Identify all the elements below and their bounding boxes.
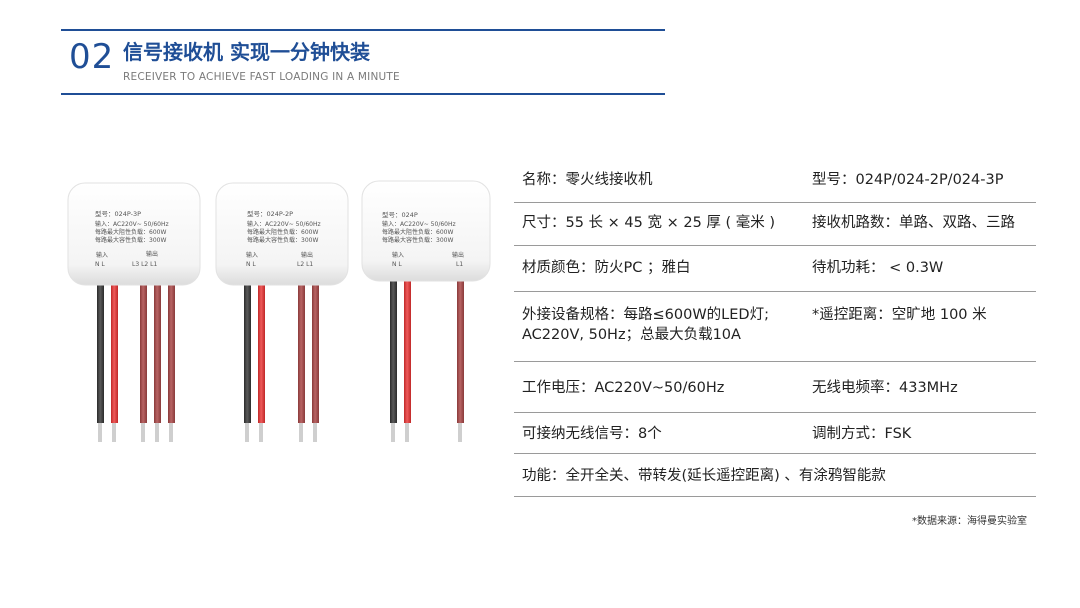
wire-l1 [457,280,464,442]
wire-l3 [140,284,147,442]
spec-line: 每路最大阻性负载：600W [247,228,318,236]
spec-standby: 待机功耗： < 0.3W [812,260,944,276]
spec-row: 外接设备规格：每路≤600W的LED灯; AC220V, 50Hz；总最大负载1… [514,292,1036,362]
spec-load: 外接设备规格：每路≤600W的LED灯; [522,307,769,323]
spec-frequency: 无线电频率：433MHz [812,380,958,396]
spec-table: 名称：零火线接收机 型号：024P/024-2P/024-3P 尺寸：55 长 … [514,160,1036,497]
spec-range: *遥控距离：空旷地 100 米 [812,307,987,323]
receiver-3p: 型号：024P-3P 输入：AC220V~ 50/60Hz 每路最大阻性负载：6… [67,182,201,442]
output-pins: L3 L2 L1 [132,261,157,268]
input-label: 输入 [96,251,108,259]
spec-signals: 可接纳无线信号：8个 [522,426,662,442]
output-label: 输出 [146,250,158,258]
spec-size: 尺寸：55 长 × 45 宽 × 25 厚 ( 毫米 ) [522,215,776,231]
wire-n [244,284,251,442]
model-label: 型号：024P-2P [247,209,293,218]
spec-line: 输入：AC220V~ 50/60Hz [382,220,456,228]
source-note: *数据来源：海得曼实验室 [912,516,1027,527]
wire-l [111,284,118,442]
wire-n [97,284,104,442]
spec-row: 工作电压：AC220V~50/60Hz 无线电频率：433MHz [514,362,1036,413]
input-pins: N L [95,261,105,268]
spec-row: 功能：全开全关、带转发(延长遥控距离) 、有涂鸦智能款 [514,454,1036,497]
spec-row: 名称：零火线接收机 型号：024P/024-2P/024-3P [514,160,1036,203]
header-bottom-rule [61,93,665,95]
wire-l [258,284,265,442]
spec-voltage: 工作电压：AC220V~50/60Hz [522,380,725,396]
spec-line: 每路最大阻性负载：600W [95,228,166,236]
spec-row: 材质颜色：防火PC ；雅白 待机功耗： < 0.3W [514,246,1036,292]
wire-l1 [312,284,319,442]
spec-line: 每路最大容性负载：300W [95,236,166,244]
output-pins: L2 L1 [297,261,313,268]
spec-functions: 功能：全开全关、带转发(延长遥控距离) 、有涂鸦智能款 [522,468,886,484]
receiver-2p: 型号：024P-2P 输入：AC220V~ 50/60Hz 每路最大阻性负载：6… [215,182,349,442]
wire-n [390,280,397,442]
input-pins: N L [392,261,402,268]
input-label: 输入 [392,251,404,259]
wire-l2 [154,284,161,442]
wire-l1 [168,284,175,442]
input-pins: N L [246,261,256,268]
spec-material: 材质颜色：防火PC ；雅白 [522,260,691,276]
header-top-rule [61,29,665,31]
spec-line: 输入：AC220V~ 50/60Hz [95,220,169,228]
spec-line: 每路最大容性负载：300W [382,236,453,244]
section-number: 02 [69,37,115,77]
input-label: 输入 [246,251,258,259]
spec-name: 名称：零火线接收机 [522,172,653,188]
model-label: 型号：024P [382,210,418,219]
spec-line: 输入：AC220V~ 50/60Hz [247,220,321,228]
spec-model: 型号：024P/024-2P/024-3P [812,172,1004,188]
spec-channels: 接收机路数：单路、双路、三路 [812,215,1015,231]
product-image: 型号：024P-3P 输入：AC220V~ 50/60Hz 每路最大阻性负载：6… [60,170,500,450]
spec-load-cont: AC220V, 50Hz；总最大负载10A [522,327,741,343]
spec-modulation: 调制方式：FSK [812,426,912,442]
spec-row: 尺寸：55 长 × 45 宽 × 25 厚 ( 毫米 ) 接收机路数：单路、双路… [514,203,1036,246]
output-pins: L1 [456,261,463,268]
receiver-1p: 型号：024P 输入：AC220V~ 50/60Hz 每路最大阻性负载：600W… [361,180,491,442]
wire-l [404,280,411,442]
spec-row: 可接纳无线信号：8个 调制方式：FSK [514,413,1036,454]
output-label: 输出 [301,251,313,259]
section-title: 信号接收机 实现一分钟快装 [123,40,370,64]
section-subtitle: RECEIVER TO ACHIEVE FAST LOADING IN A MI… [123,71,400,83]
output-label: 输出 [452,251,464,259]
model-label: 型号：024P-3P [95,209,141,218]
wire-l2 [298,284,305,442]
spec-line: 每路最大容性负载：300W [247,236,318,244]
spec-line: 每路最大阻性负载：600W [382,228,453,236]
